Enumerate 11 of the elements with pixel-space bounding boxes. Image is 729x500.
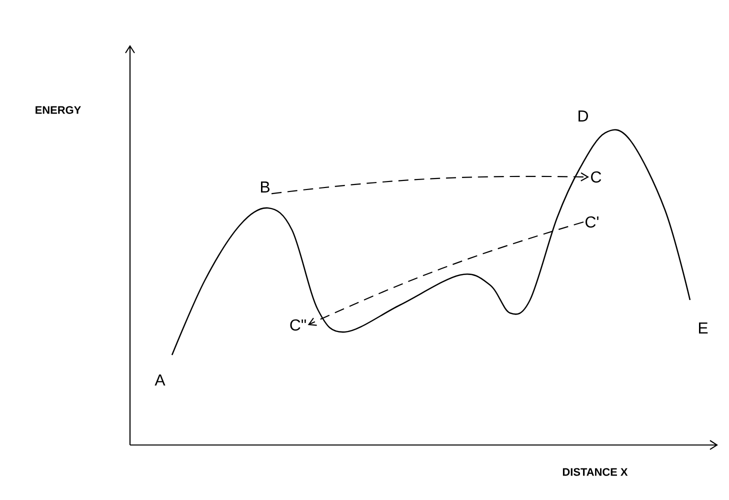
point-label: C — [591, 171, 602, 183]
point-label: B — [261, 182, 270, 192]
point-label: A — [154, 374, 166, 386]
axis-label: DISTANCE X — [562, 468, 628, 476]
point-label: C" — [290, 319, 306, 331]
point-label: D — [578, 110, 588, 122]
dashed-arrow — [308, 221, 584, 326]
dashed-arrow — [271, 172, 590, 194]
point-label: E — [699, 322, 708, 334]
axis-label: ENERGY — [36, 106, 81, 114]
point-label: C' — [586, 216, 598, 228]
